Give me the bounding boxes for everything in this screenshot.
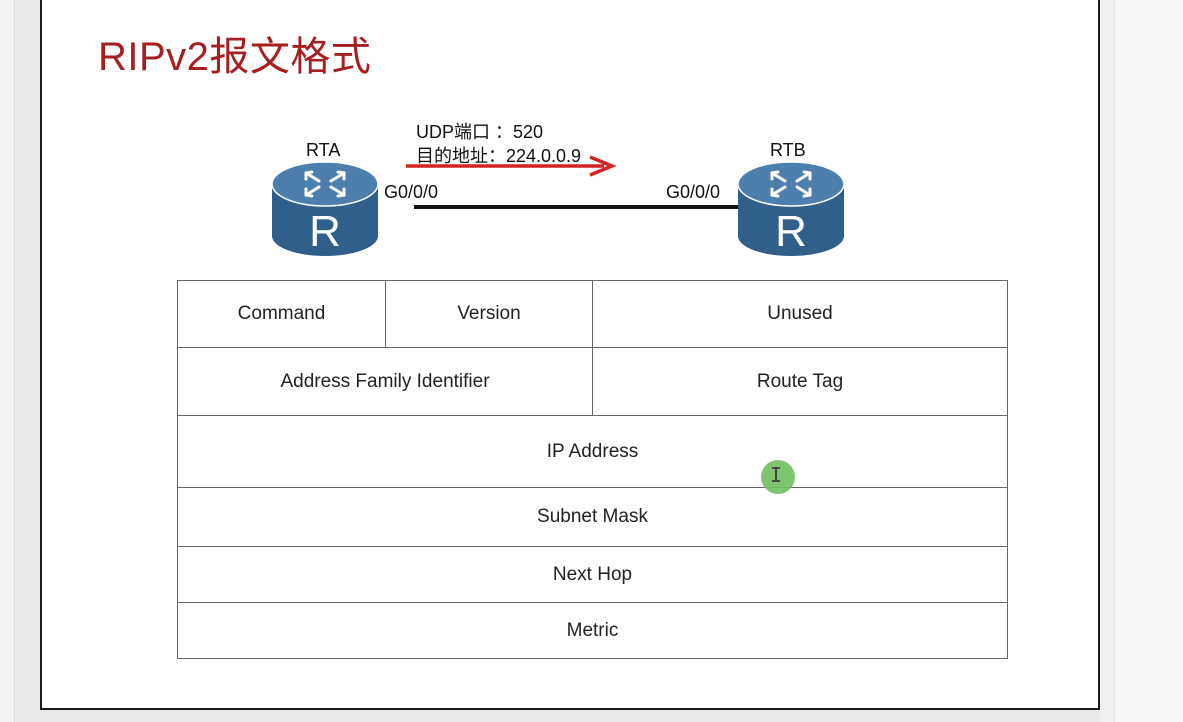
ethernet-link [414,205,780,209]
field-subnet-mask: Subnet Mask [177,487,1008,547]
right-panel-inner [1114,0,1183,722]
table-row: Address Family Identifier Route Tag [177,347,1008,416]
router-icon: R [271,161,379,256]
field-next-hop: Next Hop [177,546,1008,603]
slide: RIPv2报文格式 UDP端口 ：520 目的地址：224.0.0.9 RTA … [40,0,1100,710]
router-rta-label: RTA [306,140,341,160]
udp-port-label: UDP端口 ：520 [416,122,544,142]
router-glyph: R [309,207,341,256]
field-unused: Unused [592,280,1008,348]
table-row: Next Hop [177,546,1008,603]
table-row: Command Version Unused [177,280,1008,348]
left-edge-strip [0,0,15,722]
field-version: Version [385,280,593,348]
rta-interface-label: G0/0/0 [384,182,439,202]
ripv2-packet-format-table: Command Version Unused Address Family Id… [177,280,1008,659]
destination-address-label: 目的地址：224.0.0.9 [416,146,582,166]
right-panel [1100,0,1183,722]
router-icon: R [737,161,845,256]
field-address-family-identifier: Address Family Identifier [177,347,593,416]
direction-arrow-icon [406,155,617,177]
cursor-icon [761,460,795,494]
router-rtb-label: RTB [770,140,806,160]
router-rtb: R [736,160,846,258]
slide-title: RIPv2报文格式 [98,35,372,79]
field-route-tag: Route Tag [592,347,1008,416]
rtb-interface-label: G0/0/0 [666,182,721,202]
table-row: IP Address [177,415,1008,488]
router-glyph: R [775,207,807,256]
table-row: Metric [177,602,1008,659]
field-ip-address: IP Address [177,415,1008,488]
table-row: Subnet Mask [177,487,1008,547]
field-metric: Metric [177,602,1008,659]
field-command: Command [177,280,386,348]
router-rta: R [270,160,380,258]
